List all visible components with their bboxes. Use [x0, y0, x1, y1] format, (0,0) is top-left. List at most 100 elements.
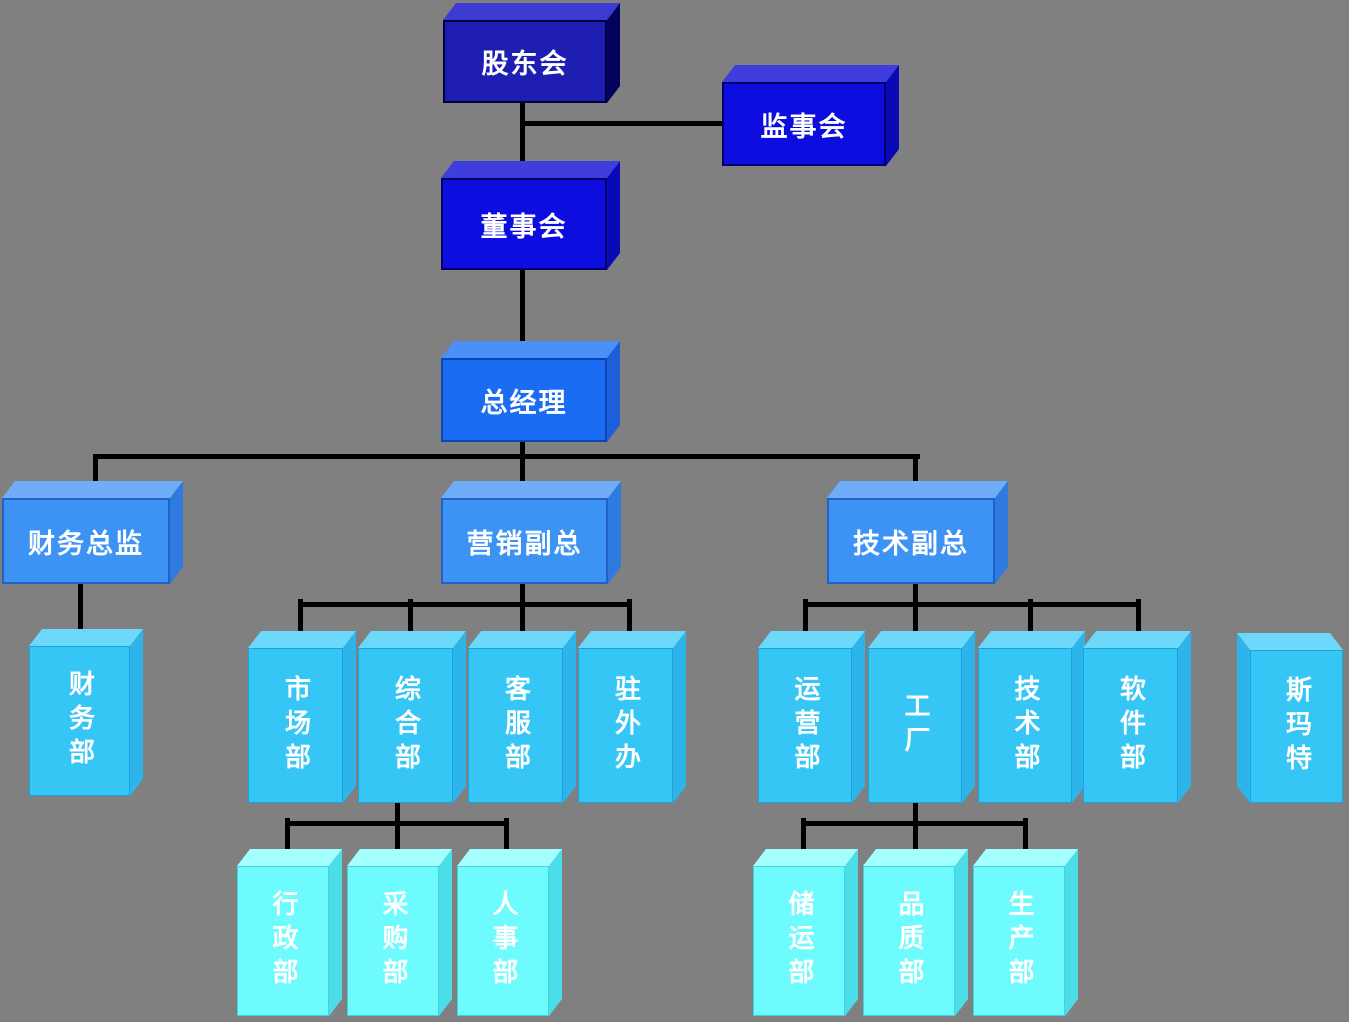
connector-cfo-finance — [78, 584, 83, 646]
box-side-face — [607, 161, 620, 270]
box-side-face — [329, 849, 342, 1016]
connector-drop-service — [520, 602, 525, 651]
org-node-finance-dept[interactable]: 财务部 — [29, 629, 143, 796]
box-side-face — [439, 849, 452, 1016]
box-side-face — [673, 631, 686, 803]
box-top-face — [441, 341, 620, 358]
connector-drop-general — [408, 599, 413, 651]
org-node-label: 客服部 — [500, 674, 531, 777]
box-front-face: 技术副总 — [827, 498, 995, 584]
org-node-purchasing-dept[interactable]: 采购部 — [347, 849, 452, 1016]
connector-bus-level3 — [93, 454, 920, 459]
box-side-face — [1178, 631, 1191, 803]
box-side-face — [130, 629, 143, 796]
box-side-face — [563, 631, 576, 803]
box-front-face: 客服部 — [468, 648, 563, 803]
org-node-label: 驻外办 — [610, 674, 641, 777]
org-node-operations-dept[interactable]: 运营部 — [758, 631, 865, 803]
org-node-label: 工厂 — [900, 691, 930, 760]
org-node-label: 运营部 — [790, 674, 820, 777]
org-node-production-dept[interactable]: 生产部 — [973, 849, 1078, 1016]
org-node-label: 市场部 — [280, 674, 311, 777]
box-front-face: 监事会 — [722, 82, 886, 166]
connector-drop-tech-vp — [913, 454, 918, 500]
box-front-face: 品质部 — [863, 866, 955, 1016]
org-node-label: 斯玛特 — [1281, 675, 1312, 778]
box-side-face — [608, 481, 621, 584]
box-top-face — [2, 481, 183, 498]
box-front-face: 人事部 — [457, 866, 549, 1016]
org-node-cfo[interactable]: 财务总监 — [2, 481, 183, 584]
org-node-service-dept[interactable]: 客服部 — [468, 631, 576, 803]
connector-drop-software — [1136, 599, 1141, 651]
box-side-face — [845, 849, 858, 1016]
box-top-face — [443, 3, 620, 20]
connector-general-stub — [395, 803, 400, 865]
box-top-face — [578, 631, 686, 648]
org-node-hr-dept[interactable]: 人事部 — [457, 849, 562, 1016]
org-node-marketing-vp[interactable]: 营销副总 — [441, 481, 621, 584]
org-node-gm[interactable]: 总经理 — [441, 341, 620, 442]
org-node-label: 总经理 — [480, 387, 568, 419]
box-top-face — [863, 849, 968, 866]
connector-bus-tech — [803, 602, 1141, 607]
box-front-face: 驻外办 — [578, 648, 673, 803]
box-top-face — [248, 631, 356, 648]
org-node-general-dept[interactable]: 综合部 — [358, 631, 466, 803]
box-front-face: 综合部 — [358, 648, 453, 803]
org-node-supervisory[interactable]: 监事会 — [722, 65, 899, 166]
box-top-face — [973, 849, 1078, 866]
org-node-board[interactable]: 董事会 — [441, 161, 620, 270]
box-top-face — [468, 631, 576, 648]
org-node-label: 监事会 — [760, 111, 848, 143]
box-front-face: 软件部 — [1083, 648, 1178, 803]
connector-factory-stub — [913, 803, 918, 865]
box-front-face: 股东会 — [443, 20, 607, 103]
org-node-label: 技术部 — [1010, 674, 1040, 777]
org-node-label: 技术副总 — [853, 528, 969, 560]
org-node-market-dept[interactable]: 市场部 — [248, 631, 356, 803]
connector-board-gm — [520, 268, 525, 360]
box-top-face — [1237, 633, 1343, 650]
box-side-face — [1237, 633, 1250, 803]
box-front-face: 运营部 — [758, 648, 852, 803]
box-side-face — [343, 631, 356, 803]
org-node-label: 股东会 — [481, 49, 569, 80]
connector-drop-overseas — [627, 599, 632, 651]
connector-marketingvp-stub — [520, 584, 525, 605]
box-front-face: 行政部 — [237, 866, 329, 1016]
box-top-face — [753, 849, 858, 866]
box-front-face: 斯玛特 — [1250, 650, 1343, 803]
org-node-smart[interactable]: 斯玛特 — [1237, 633, 1343, 803]
org-node-shareholders[interactable]: 股东会 — [443, 3, 620, 103]
org-node-tech-dept[interactable]: 技术部 — [978, 631, 1085, 803]
connector-drop-logistics — [801, 818, 806, 863]
box-side-face — [170, 481, 183, 584]
box-front-face: 储运部 — [753, 866, 845, 1016]
org-node-quality-dept[interactable]: 品质部 — [863, 849, 968, 1016]
connector-drop-operations — [803, 599, 808, 651]
org-node-overseas-office[interactable]: 驻外办 — [578, 631, 686, 803]
org-node-tech-vp[interactable]: 技术副总 — [827, 481, 1008, 584]
org-node-factory[interactable]: 工厂 — [868, 631, 975, 803]
box-top-face — [457, 849, 562, 866]
box-top-face — [868, 631, 975, 648]
connector-gm-stub — [520, 440, 525, 456]
org-node-label: 财务总监 — [28, 528, 144, 560]
box-side-face — [607, 3, 620, 103]
box-top-face — [978, 631, 1085, 648]
connector-drop-cfo — [93, 454, 98, 500]
org-node-admin-dept[interactable]: 行政部 — [237, 849, 342, 1016]
box-side-face — [453, 631, 466, 803]
box-front-face: 采购部 — [347, 866, 439, 1016]
org-node-software-dept[interactable]: 软件部 — [1083, 631, 1191, 803]
org-node-label: 董事会 — [480, 211, 568, 243]
connector-drop-hr — [504, 818, 509, 863]
box-side-face — [955, 849, 968, 1016]
connector-drop-techdept — [1028, 599, 1033, 651]
org-node-logistics-dept[interactable]: 储运部 — [753, 849, 858, 1016]
box-front-face: 技术部 — [978, 648, 1072, 803]
box-front-face: 市场部 — [248, 648, 343, 803]
box-top-face — [29, 629, 143, 646]
connector-bus-factory — [801, 821, 1028, 826]
